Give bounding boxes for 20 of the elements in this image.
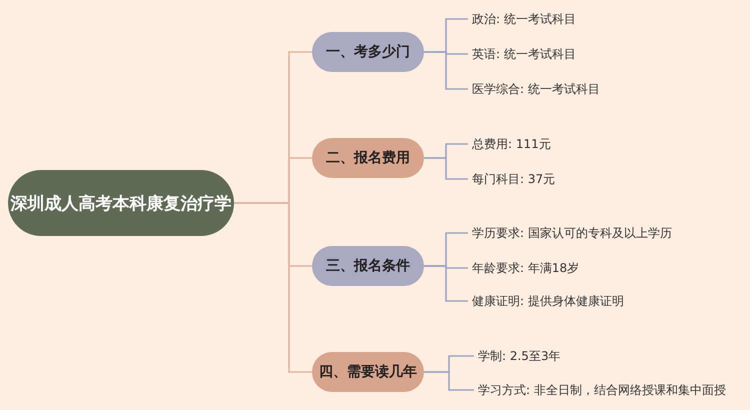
branch-topic: 二、报名费用 <box>312 138 424 178</box>
leaf-text: 学历要求: 国家认可的专科及以上学历 <box>472 222 742 244</box>
connector-line <box>424 157 468 180</box>
leaf-text: 英语: 统一考试科目 <box>472 43 672 65</box>
leaf-text: 政治: 统一考试科目 <box>472 8 672 30</box>
leaf-text: 医学综合: 统一考试科目 <box>472 78 672 100</box>
leaf-text: 学制: 2.5至3年 <box>478 345 678 367</box>
leaf-text: 每门科目: 37元 <box>472 168 672 190</box>
connector-line <box>424 51 468 90</box>
connector-line <box>424 265 468 302</box>
branch-topic: 三、报名条件 <box>312 246 424 286</box>
root-topic: 深圳成人高考本科康复治疗学 <box>8 170 234 236</box>
leaf-text: 年龄要求: 年满18岁 <box>472 257 672 279</box>
leaf-text: 健康证明: 提供身体健康证明 <box>472 290 672 312</box>
branch-topic: 四、需要读几年 <box>312 352 424 392</box>
leaf-text: 学习方式: 非全日制，结合网络授课和集中面授 <box>478 379 748 401</box>
connector-line <box>234 202 312 373</box>
leaf-text: 总费用: 111元 <box>472 133 672 155</box>
branch-topic: 一、考多少门 <box>312 32 424 72</box>
connector-line <box>424 371 474 391</box>
